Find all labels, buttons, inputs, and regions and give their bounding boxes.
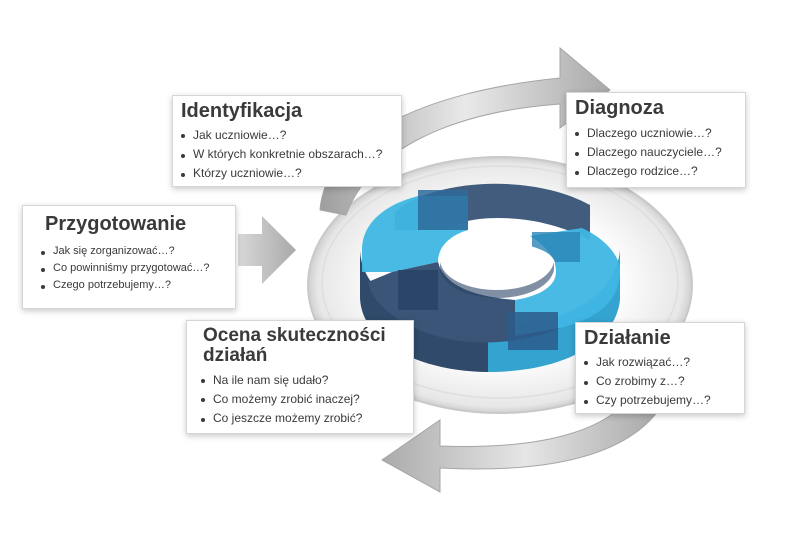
card-title: Ocena skuteczności działań (203, 325, 386, 366)
list-item: Dlaczego uczniowie…? (575, 124, 737, 143)
question-list: Jak rozwiązać…? Co zrobimy z…? Czy potrz… (584, 353, 736, 411)
card-przygotowanie: Przygotowanie Jak się zorganizować…? Co … (22, 205, 236, 309)
list-item: Jak się zorganizować…? (41, 243, 225, 260)
list-item: Co powinniśmy przygotować…? (41, 260, 225, 277)
card-title: Przygotowanie (45, 213, 187, 235)
card-diagnoza: Diagnoza Dlaczego uczniowie…? Dlaczego n… (566, 92, 746, 188)
list-item: Czego potrzebujemy…? (41, 277, 225, 294)
card-identyfikacja: Identyfikacja Jak uczniowie…? W których … (172, 95, 402, 187)
card-ocena-skutecznosci: Ocena skuteczności działań Na ile nam si… (186, 320, 414, 434)
question-list: Dlaczego uczniowie…? Dlaczego nauczyciel… (575, 124, 737, 182)
list-item: Dlaczego nauczyciele…? (575, 143, 737, 162)
list-item: Którzy uczniowie…? (181, 164, 393, 183)
list-item: Czy potrzebujemy…? (584, 391, 736, 410)
card-title: Działanie (584, 327, 671, 349)
card-title: Identyfikacja (181, 100, 303, 122)
question-list: Jak uczniowie…? W których konkretnie obs… (181, 126, 393, 184)
list-item: Co jeszcze możemy zrobić? (201, 409, 405, 428)
list-item: W których konkretnie obszarach…? (181, 145, 393, 164)
list-item: Jak uczniowie…? (181, 126, 393, 145)
list-item: Co możemy zrobić inaczej? (201, 390, 405, 409)
list-item: Co zrobimy z…? (584, 372, 736, 391)
list-item: Jak rozwiązać…? (584, 353, 736, 372)
cycle-arrow-bottom-icon (381, 379, 669, 493)
question-list: Jak się zorganizować…? Co powinniśmy prz… (33, 243, 225, 294)
card-title: Diagnoza (575, 97, 664, 119)
card-dzialanie: Działanie Jak rozwiązać…? Co zrobimy z…?… (575, 322, 745, 414)
input-arrow-icon (238, 216, 296, 284)
list-item: Na ile nam się udało? (201, 371, 405, 390)
question-list: Na ile nam się udało? Co możemy zrobić i… (195, 371, 405, 429)
list-item: Dlaczego rodzice…? (575, 162, 737, 181)
